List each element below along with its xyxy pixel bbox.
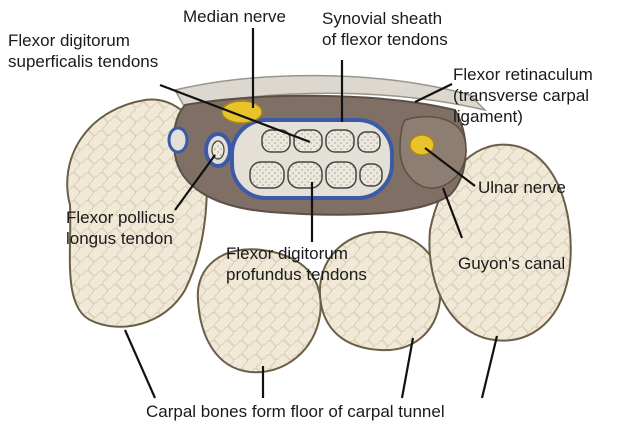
label-fpl-tendon: Flexor pollicus longus tendon	[66, 207, 175, 249]
label-carpal-bones: Carpal bones form floor of carpal tunnel	[146, 401, 445, 422]
leader-carpal-bone-4	[482, 336, 497, 398]
tendon	[326, 130, 354, 152]
tendon	[358, 132, 380, 152]
label-line: Flexor pollicus	[66, 207, 175, 228]
guyons-canal-space	[400, 117, 466, 189]
label-line: (transverse carpal	[453, 85, 593, 106]
leader-carpal-bone-1	[125, 330, 155, 398]
label-line: ligament)	[453, 106, 593, 127]
label-line: profundus tendons	[226, 264, 367, 285]
label-line: Flexor digitorum	[8, 30, 158, 51]
tendon	[288, 162, 322, 188]
label-line: of flexor tendons	[322, 29, 448, 50]
label-fdp-tendons: Flexor digitorum profundus tendons	[226, 243, 367, 285]
label-line: Flexor digitorum	[226, 243, 367, 264]
label-ulnar-nerve: Ulnar nerve	[478, 177, 566, 198]
label-guyons-canal: Guyon's canal	[458, 253, 565, 274]
accessory-sheath	[169, 128, 187, 152]
label-median-nerve: Median nerve	[183, 6, 286, 27]
label-line: longus tendon	[66, 228, 175, 249]
label-synovial-sheath: Synovial sheath of flexor tendons	[322, 8, 448, 50]
label-line: superficalis tendons	[8, 51, 158, 72]
label-line: Flexor retinaculum	[453, 64, 593, 85]
tendon	[250, 162, 284, 188]
tendon	[326, 162, 356, 188]
label-fds-tendons: Flexor digitorum superficalis tendons	[8, 30, 158, 72]
tendon	[360, 164, 382, 186]
label-line: Synovial sheath	[322, 8, 448, 29]
label-flexor-retinaculum: Flexor retinaculum (transverse carpal li…	[453, 64, 593, 127]
